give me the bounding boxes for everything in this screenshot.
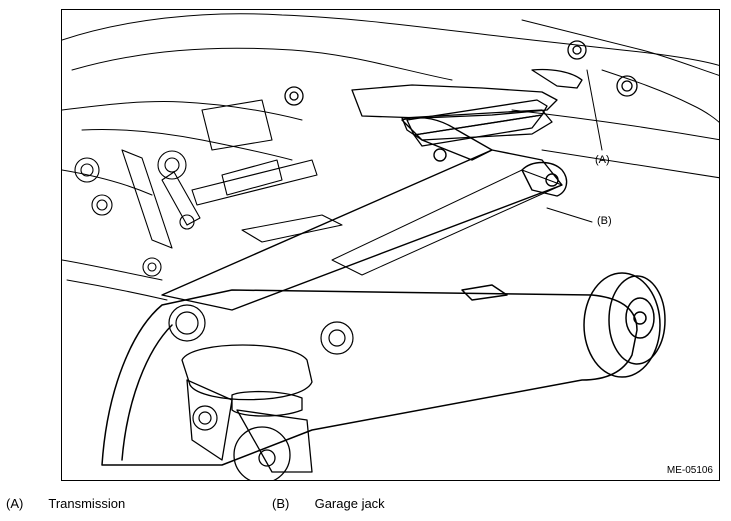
callout-b-label: (B) bbox=[597, 215, 612, 227]
jack-lifting-arm bbox=[161, 116, 568, 311]
underbody-outline bbox=[62, 13, 719, 301]
front-wheel bbox=[583, 272, 666, 378]
chassis-bolts bbox=[168, 304, 354, 431]
callout-leaders bbox=[546, 69, 603, 223]
linkage-components bbox=[74, 99, 343, 277]
legend-item-a: (A) Transmission bbox=[6, 496, 125, 512]
callout-a-label: (A) bbox=[595, 154, 610, 166]
figure-code: ME-05106 bbox=[666, 465, 713, 476]
garage-jack-illustration bbox=[62, 13, 719, 480]
jack-saddle bbox=[406, 99, 548, 147]
legend-letter-a: (A) bbox=[6, 496, 24, 511]
transmission-flange bbox=[284, 40, 638, 141]
legend-letter-b: (B) bbox=[272, 496, 290, 511]
legend-item-b: (B) Garage jack bbox=[272, 496, 385, 512]
caster-assembly bbox=[181, 344, 313, 480]
jack-chassis bbox=[101, 284, 638, 466]
legend-text-b: Garage jack bbox=[314, 496, 385, 511]
legend-text-a: Transmission bbox=[48, 496, 126, 511]
figure-frame: (A) (B) ME-05106 bbox=[61, 9, 720, 481]
